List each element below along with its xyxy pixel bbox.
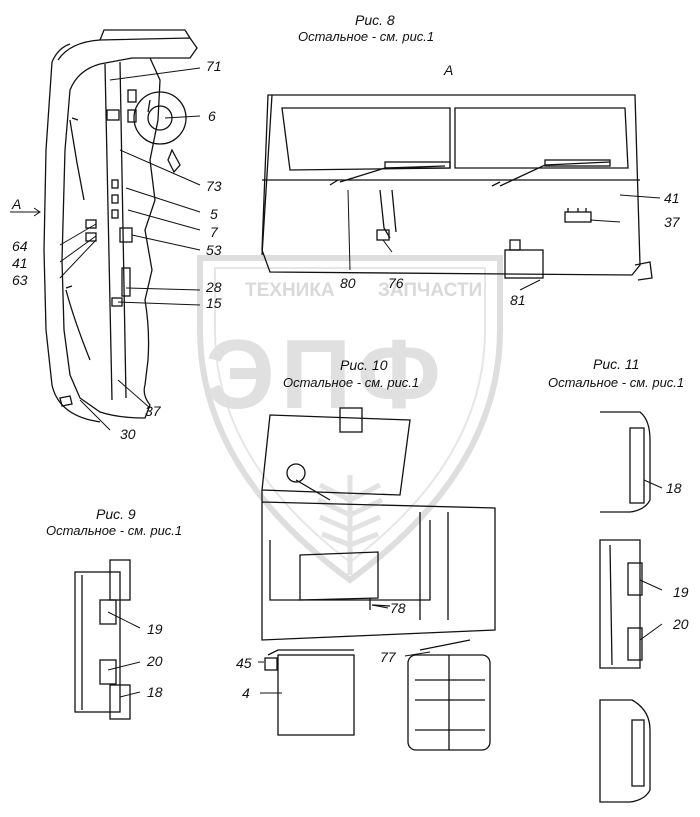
callout-5: 5 [210, 206, 218, 222]
callout-64: 64 [12, 238, 28, 254]
fig11-note: Остальное - см. рис.1 [548, 375, 685, 390]
callout-77: 77 [380, 649, 396, 665]
fig11-title: Рис. 11 [593, 356, 640, 372]
callout-7: 7 [210, 224, 218, 240]
callout-81: 81 [510, 292, 526, 308]
fig10-leaders [258, 604, 431, 694]
fig11-detail [599, 411, 651, 803]
callout-15: 15 [206, 295, 222, 311]
fig8-view-leaders [347, 189, 661, 291]
fig8-view-a [261, 94, 653, 281]
fig8-leader-lines [10, 67, 201, 431]
callout-41-view: 41 [664, 190, 680, 206]
fig9-title: Рис. 9 [96, 506, 136, 522]
callout-76: 76 [388, 275, 404, 291]
fig8-title: Рис. 8 [355, 12, 395, 28]
callout-6: 6 [208, 108, 216, 124]
callout-73: 73 [206, 178, 222, 194]
callout-19-fig11: 19 [673, 584, 689, 600]
watermark-logo: ЭПФ [205, 319, 447, 429]
fig8-note: Остальное - см. рис.1 [298, 29, 435, 44]
callout-30: 30 [120, 426, 136, 442]
callout-18-fig11: 18 [666, 480, 682, 496]
callout-37-view: 37 [664, 214, 680, 230]
callout-63: 63 [12, 272, 28, 288]
fig8-cab-side [43, 29, 198, 423]
callout-80: 80 [340, 275, 356, 291]
callout-71: 71 [206, 58, 222, 74]
fig11-leaders [639, 479, 663, 641]
watermark-text-1: ТЕХНИКА [245, 280, 335, 301]
fig9-detail [74, 559, 131, 720]
fig9-leaders [107, 611, 141, 698]
callout-28: 28 [206, 279, 222, 295]
callout-78: 78 [390, 600, 406, 616]
fig8-arrow-label: А [12, 196, 22, 212]
fig10-note: Остальное - см. рис.1 [283, 375, 420, 390]
callout-18-fig9: 18 [147, 684, 163, 700]
callout-41: 41 [12, 255, 28, 271]
fig10-detail [261, 407, 496, 751]
callout-37: 37 [145, 403, 161, 419]
callout-4: 4 [242, 685, 250, 701]
callout-20-fig11: 20 [673, 616, 689, 632]
fig9-note: Остальное - см. рис.1 [46, 523, 183, 538]
callout-19-fig9: 19 [147, 621, 163, 637]
callout-53: 53 [206, 242, 222, 258]
watermark-text-2: ЗАПЧАСТИ [378, 280, 483, 301]
callout-20-fig9: 20 [147, 653, 163, 669]
fig10-title: Рис. 10 [340, 357, 388, 373]
fig8-view-label: А [444, 62, 454, 78]
callout-45: 45 [236, 655, 252, 671]
